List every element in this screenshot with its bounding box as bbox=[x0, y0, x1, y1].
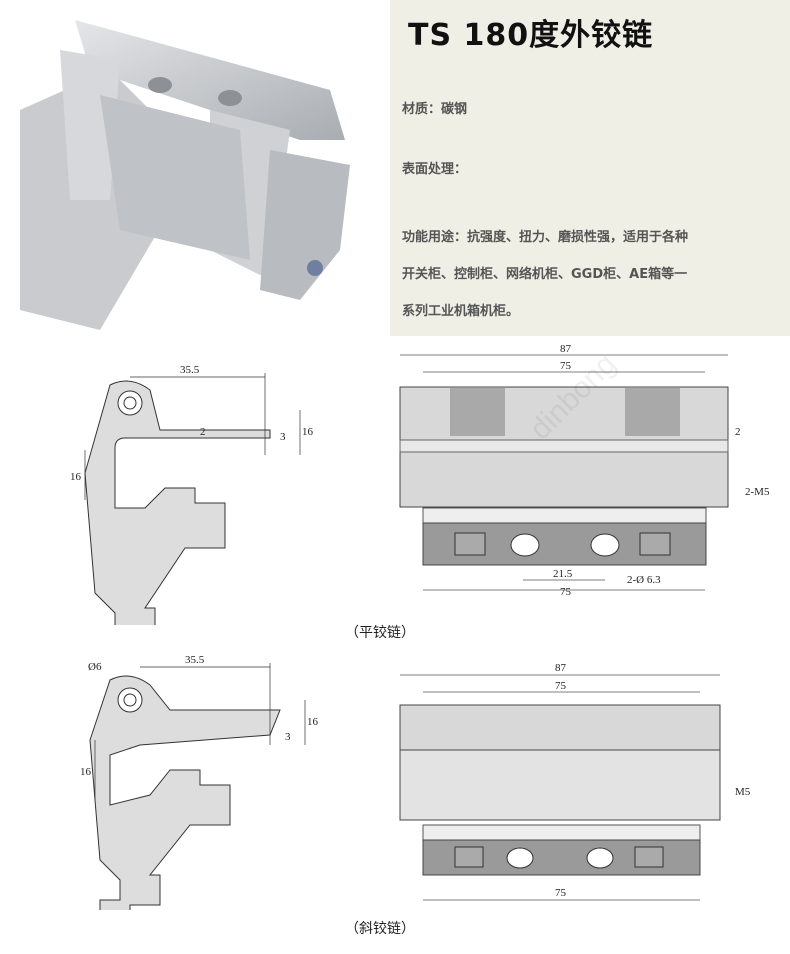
dim-3: 3 bbox=[285, 731, 291, 743]
angled-hinge-front-drawing: 87 75 M5 75 bbox=[399, 662, 751, 901]
hinge-photo-illustration bbox=[20, 20, 350, 330]
angled-hinge-caption: （斜铰链） bbox=[345, 921, 415, 937]
dim-span: 75 bbox=[560, 360, 572, 372]
material-spec: 材质：碳钢 bbox=[402, 102, 468, 117]
dim-span: 75 bbox=[555, 680, 567, 692]
flat-hinge-front-drawing: 87 75 2 2-M5 21.5 75 2-Ø 6.3 bbox=[399, 343, 770, 598]
product-title: TS 180度外铰链 bbox=[408, 18, 654, 53]
dim-overall: 87 bbox=[555, 662, 567, 674]
flat-hinge-caption: （平铰链） bbox=[345, 625, 415, 641]
dim-2: 2 bbox=[200, 426, 206, 438]
function-spec-line1: 功能用途：抗强度、扭力、磨损性强，适用于各种 bbox=[402, 230, 689, 245]
flat-hinge-side-drawing: 35.5 2 3 16 16 bbox=[70, 364, 314, 625]
dim-16-right: 16 bbox=[302, 426, 314, 438]
spec-panel: TS 180度外铰链 材质：碳钢 表面处理： 功能用途：抗强度、扭力、磨损性强，… bbox=[390, 0, 790, 336]
dim-hole-pitch: 21.5 bbox=[553, 568, 573, 580]
angled-hinge-side-drawing: Ø6 35.5 3 16 16 bbox=[80, 654, 319, 910]
function-spec-line3: 系列工业机箱机柜。 bbox=[402, 304, 520, 319]
function-spec-line2: 开关柜、控制柜、网络机柜、GGD柜、AE箱等一 bbox=[402, 267, 688, 282]
dim-width: 35.5 bbox=[180, 364, 200, 376]
dim-dia: Ø6 bbox=[88, 661, 102, 673]
surface-spec: 表面处理： bbox=[402, 162, 468, 177]
product-photo bbox=[0, 0, 390, 336]
dim-width: 35.5 bbox=[185, 654, 205, 666]
dim-hole-dia: 2-Ø 6.3 bbox=[627, 574, 661, 586]
dim-overall: 87 bbox=[560, 343, 572, 355]
dim-2: 2 bbox=[735, 426, 741, 438]
dim-thread: 2-M5 bbox=[745, 486, 770, 498]
dim-thread: M5 bbox=[735, 786, 751, 798]
dim-16-left: 16 bbox=[70, 471, 82, 483]
dim-hole-span: 75 bbox=[560, 586, 572, 598]
dim-16-right: 16 bbox=[307, 716, 319, 728]
dim-3: 3 bbox=[280, 431, 286, 443]
dim-16-left: 16 bbox=[80, 766, 92, 778]
dim-bottom-span: 75 bbox=[555, 887, 567, 899]
